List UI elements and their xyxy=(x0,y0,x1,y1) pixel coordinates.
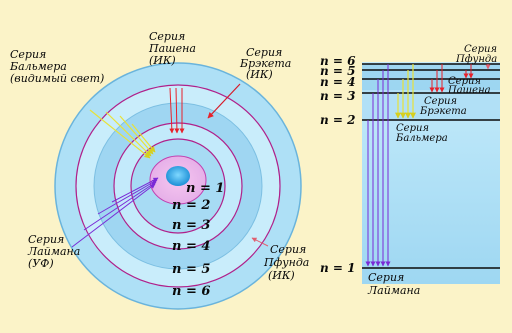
atom-lyman-arrows xyxy=(71,177,159,248)
energy-level-label: n = 3 xyxy=(320,89,355,103)
balmer-arrow xyxy=(131,123,156,153)
energy-level-label: n = 4 xyxy=(320,75,355,89)
atom-balmer-arrows xyxy=(89,109,156,159)
pfund-arrow xyxy=(251,237,269,247)
series-label-line: Лаймана xyxy=(27,245,80,258)
brackett-arrow xyxy=(207,83,241,119)
series-label-line: (УФ) xyxy=(28,257,54,270)
label-pfund: Серия Пфунда (ИК) xyxy=(263,243,309,282)
series-label-line: Серия xyxy=(464,44,497,55)
energy-paschen-arrows xyxy=(429,64,445,93)
series-label-line: Пашена xyxy=(447,85,491,96)
energy-level-diagram: n = 6 n = 5 n = 4 n = 3 n = 2 n = 1 xyxy=(320,44,500,297)
energy-level-label: n = 5 xyxy=(320,64,355,78)
label-paschen: Серия Пашена (ИК) xyxy=(148,30,196,67)
series-label-line: Брэкета xyxy=(419,106,467,117)
energy-brackett-arrows xyxy=(463,64,474,79)
energy-level-lines xyxy=(362,63,500,269)
atom-level-label: n = 2 xyxy=(172,198,210,213)
balmer-arrow xyxy=(89,109,151,159)
energy-lyman-arrows xyxy=(365,64,391,267)
atom-level-label: n = 5 xyxy=(172,262,210,277)
series-label-line: Пфунда xyxy=(263,256,309,269)
series-label-line: Пфунда xyxy=(455,54,497,65)
series-label-line: Серия xyxy=(448,76,481,87)
lyman-arrow xyxy=(111,177,159,203)
energy-level-label: n = 1 xyxy=(320,261,355,275)
atom-level-label: n = 3 xyxy=(172,218,210,233)
series-label-line: Серия xyxy=(424,96,457,107)
series-label-line: Лаймана xyxy=(367,284,420,297)
lyman-arrow xyxy=(83,181,157,231)
paschen-arrow xyxy=(174,87,180,134)
series-label-line: Бальмера xyxy=(395,133,448,144)
nucleus xyxy=(166,166,190,186)
energy-band-shade xyxy=(362,64,500,90)
series-label-line: Бальмера xyxy=(9,60,67,73)
energy-band-shade xyxy=(362,90,500,120)
label-brackett: Серия Брэкета (ИК) xyxy=(239,46,291,81)
series-label-line: (ИК) xyxy=(246,68,273,81)
series-label-line: (ИК) xyxy=(149,54,176,67)
atom-level-label: n = 1 xyxy=(186,181,224,196)
energy-level-label: n = 2 xyxy=(320,113,355,127)
series-label-line: (видимый свет) xyxy=(10,72,104,85)
lyman-arrow xyxy=(97,179,158,215)
atom-paschen-arrows xyxy=(169,87,185,134)
series-label-line: Серия xyxy=(246,46,282,59)
series-label-line: Серия xyxy=(149,30,185,43)
atom-level-label: n = 6 xyxy=(172,284,210,299)
series-label-line: Брэкета xyxy=(239,57,291,70)
atom-model: n = 1 n = 2 n = 3 n = 4 n = 5 n = 6 Сери… xyxy=(9,30,309,310)
series-label-line: Пашена xyxy=(148,42,196,55)
series-label-line: Серия xyxy=(28,233,64,246)
atom-level-label: n = 4 xyxy=(172,239,210,254)
series-label-line: Серия xyxy=(368,271,404,284)
lyman-arrow xyxy=(71,183,156,248)
energy-balmer-arrows xyxy=(395,64,416,119)
series-label-line: Серия xyxy=(10,48,46,61)
series-label-line: Серия xyxy=(270,243,306,256)
series-label-line: Серия xyxy=(396,123,429,134)
series-label-line: (ИК) xyxy=(268,269,295,282)
paschen-arrow xyxy=(169,87,175,134)
label-balmer: Серия Бальмера (видимый свет) xyxy=(9,48,104,85)
balmer-arrow xyxy=(119,115,154,155)
label-lyman: Серия Лаймана (УФ) xyxy=(27,233,80,270)
balmer-arrow xyxy=(105,111,152,157)
energy-level-label: n = 6 xyxy=(320,54,356,68)
